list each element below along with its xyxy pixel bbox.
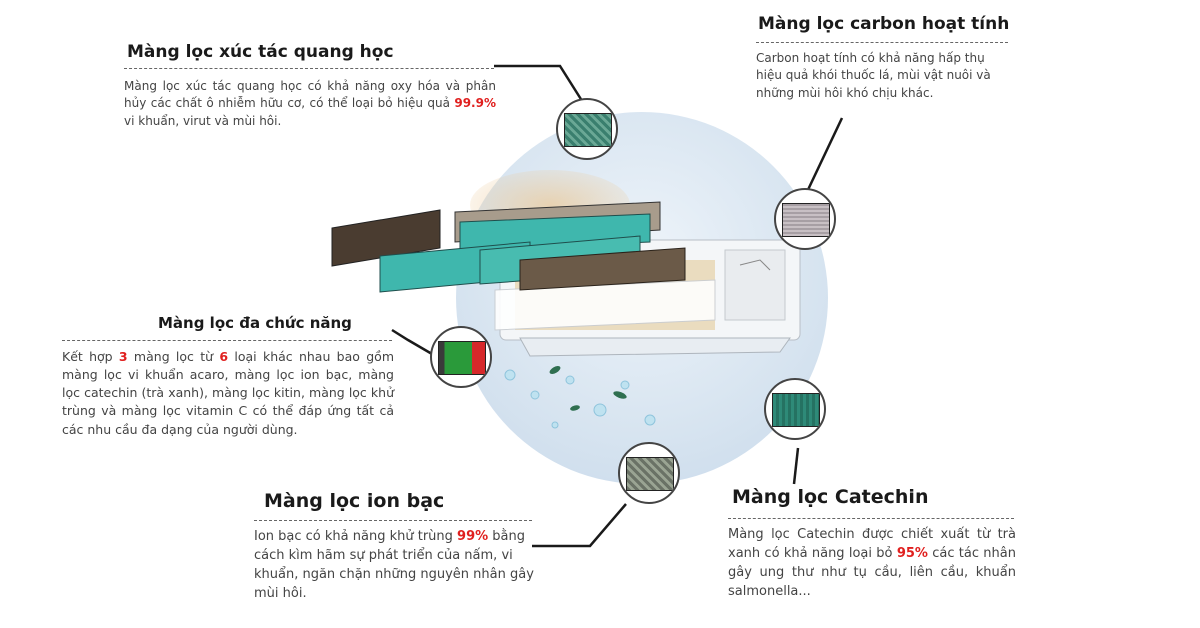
filter-layers xyxy=(331,201,686,293)
thumb-catechin-filter xyxy=(764,378,826,440)
photocatalyst-desc-tail: vi khuẩn, virut và mùi hôi. xyxy=(124,113,282,128)
ac-front-grille xyxy=(494,279,716,331)
air-particles xyxy=(504,369,656,429)
leaf-particles xyxy=(549,366,627,411)
multi-highlight-b: 6 xyxy=(219,349,229,364)
silver-divider xyxy=(254,520,532,521)
ac-flap xyxy=(519,337,791,357)
thumb-multi-filter xyxy=(430,326,492,388)
carbon-description: Carbon hoạt tính có khả năng hấp thụ hiệ… xyxy=(756,51,991,100)
photocatalyst-highlight: 99.9% xyxy=(454,96,496,111)
thumb-carbon-filter xyxy=(774,188,836,250)
multi-divider xyxy=(62,340,392,341)
catechin-highlight: 95% xyxy=(896,545,928,561)
thumb-silver-ion-filter xyxy=(618,442,680,504)
silver-highlight: 99% xyxy=(457,529,489,544)
silver-description: Ion bạc có khả năng khử trùng 99% bằng c… xyxy=(254,528,534,603)
catechin-title: Màng lọc Catechin xyxy=(732,486,929,508)
multi-title: Màng lọc đa chức năng xyxy=(158,314,352,332)
photocatalyst-title: Màng lọc xúc tác quang học xyxy=(127,42,394,62)
silver-desc-text: Ion bạc có khả năng khử trùng xyxy=(254,529,458,544)
multi-desc-b: màng lọc từ xyxy=(127,349,220,364)
silver-desc-tail: bằng cách kìm hãm sự phát triển của nấm,… xyxy=(254,529,534,601)
multi-description: Kết hợp 3 màng lọc từ 6 loại khác nhau b… xyxy=(62,348,394,439)
multi-desc-c: loại khác nhau bao gồm màng lọc vi khuẩn… xyxy=(62,349,394,437)
photocatalyst-description: Màng lọc xúc tác quang học có khả năng o… xyxy=(124,78,496,130)
multi-desc-a: Kết hợp xyxy=(62,349,119,364)
catechin-divider xyxy=(728,518,1014,519)
photocatalyst-divider xyxy=(124,68,494,69)
multi-highlight-a: 3 xyxy=(118,349,128,364)
air-conditioner-illustration xyxy=(331,201,801,429)
photocatalyst-desc-text: Màng lọc xúc tác quang học có khả năng o… xyxy=(124,79,496,111)
thumb-photocatalyst-filter xyxy=(556,98,618,160)
catechin-desc-tail: các tác nhân gây ung thư như tụ cầu, liê… xyxy=(728,545,1016,599)
carbon-divider xyxy=(756,42,1008,43)
catechin-desc-text: Màng lọc Catechin được chiết xuất từ trà… xyxy=(728,527,1016,561)
carbon-title: Màng lọc carbon hoạt tính xyxy=(758,14,1010,34)
silver-title: Màng lọc ion bạc xyxy=(264,490,445,512)
catechin-description: Màng lọc Catechin được chiết xuất từ trà… xyxy=(728,526,1016,601)
